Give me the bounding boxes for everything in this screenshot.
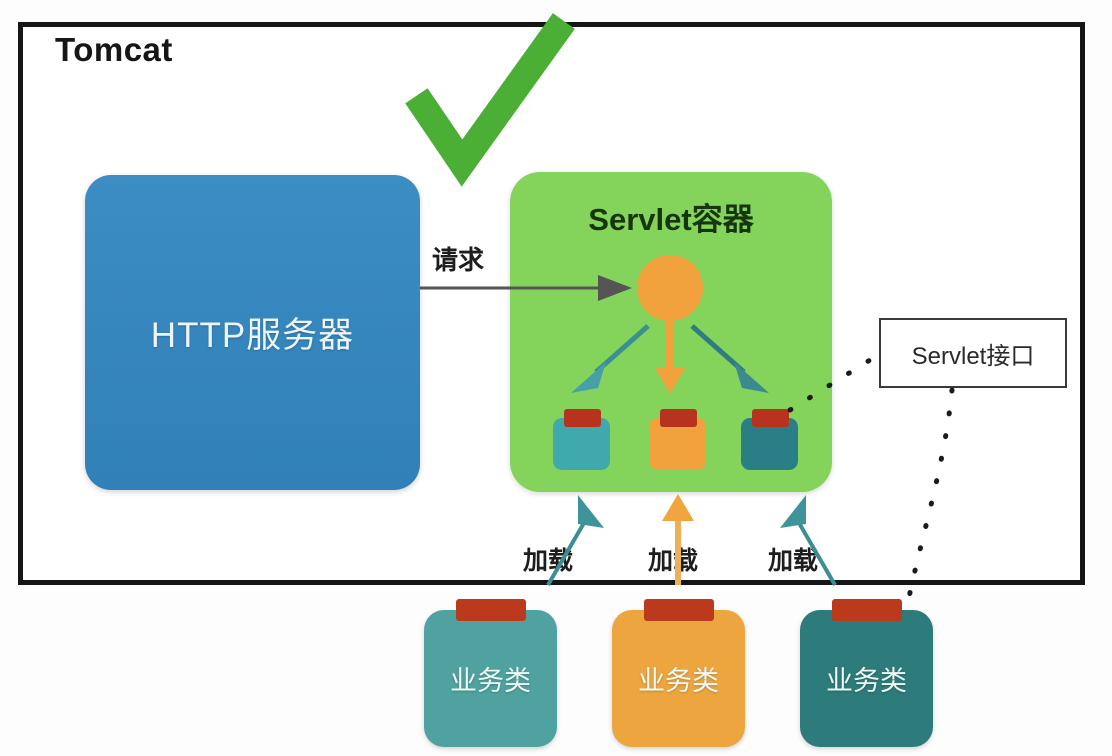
servlet-instance-3-icon	[741, 409, 798, 470]
business-class-3-tab-icon	[832, 599, 902, 621]
servlet-instance-3-tab-icon	[752, 409, 789, 427]
dispatcher-circle	[637, 255, 703, 321]
servlet-instance-2-tab-icon	[660, 409, 697, 427]
business-class-3-label: 业务类	[826, 666, 907, 696]
servlet-instance-2-icon	[649, 409, 706, 470]
load-label-2: 加载	[648, 547, 699, 575]
business-class-box-3: 业务类	[800, 599, 933, 747]
http-server-label: HTTP服务器	[150, 316, 355, 355]
business-class-box-1: 业务类	[424, 599, 557, 747]
tomcat-title: Tomcat	[55, 31, 173, 68]
servlet-container-title: Servlet容器	[588, 202, 754, 237]
servlet-instance-1-tab-icon	[564, 409, 601, 427]
servlet-interface-label: Servlet接口	[911, 342, 1035, 370]
business-class-1-tab-icon	[456, 599, 526, 621]
business-class-box-2: 业务类	[612, 599, 745, 747]
business-class-2-label: 业务类	[638, 666, 719, 696]
business-class-2-tab-icon	[644, 599, 714, 621]
servlet-interface-box: Servlet接口	[879, 318, 1067, 388]
http-server-box: HTTP服务器	[85, 175, 420, 490]
servlet-instance-1-icon	[553, 409, 610, 470]
load-label-3: 加载	[768, 547, 819, 575]
request-label: 请求	[432, 245, 485, 275]
load-label-1: 加载	[523, 547, 574, 575]
business-class-1-label: 业务类	[450, 666, 531, 696]
